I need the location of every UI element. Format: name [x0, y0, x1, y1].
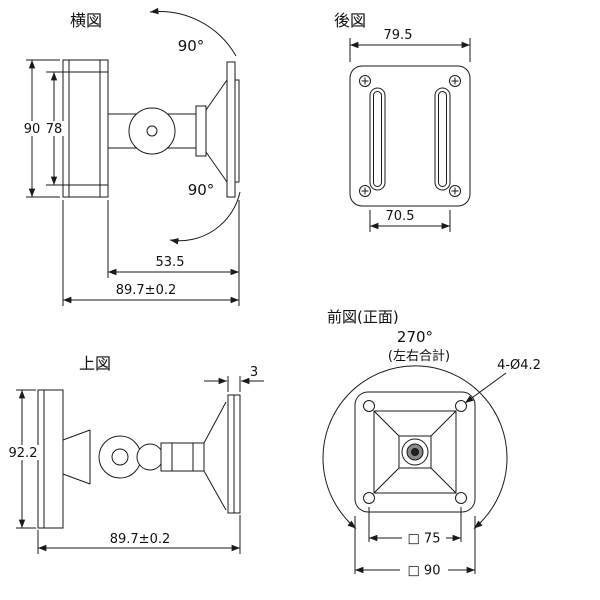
mount-plate-rear	[349, 65, 471, 207]
rotation-arc-top-90	[149, 7, 237, 57]
dim-90-front-label: □ 90	[408, 564, 441, 579]
arm-link-top	[160, 442, 205, 472]
plate-inner-square	[373, 410, 457, 494]
rear-view	[349, 38, 471, 232]
rotation-arc-270	[322, 365, 508, 529]
plate-bevel-lines	[373, 410, 457, 494]
mount-plate-front	[354, 391, 476, 513]
dim-89-7-side-label: 89.7±0.2	[116, 283, 177, 298]
hole-callout-label: 4-Ø4.2	[497, 358, 541, 373]
corner-screw-holes-front	[363, 400, 467, 504]
wall-bracket-side	[62, 59, 109, 198]
side-view-title: 横図	[70, 11, 102, 30]
top-view-title: 上図	[79, 354, 111, 373]
angle-270-label: 270°	[397, 328, 433, 346]
dim-79-5-label: 79.5	[384, 28, 413, 43]
rear-view-title: 後図	[334, 11, 366, 30]
corner-screw-holes-rear	[359, 75, 461, 197]
wall-plate-top	[37, 389, 64, 529]
hinge-joint-top	[98, 435, 164, 479]
side-angle-bottom-label: 90°	[188, 181, 215, 199]
center-pivot-front	[401, 438, 429, 466]
arm-link-side	[195, 105, 207, 157]
mount-cone-side	[205, 79, 228, 183]
front-view	[322, 365, 508, 574]
dim-78-label: 78	[46, 122, 63, 137]
mount-cone-top	[203, 401, 227, 511]
top-view	[16, 376, 264, 554]
vesa-plate-side	[226, 61, 240, 198]
side-view	[26, 7, 241, 306]
vesa-plate-top	[227, 394, 241, 514]
dim-75-label: □ 75	[408, 532, 441, 547]
hinge-cone-top	[62, 429, 91, 485]
slot-left	[369, 87, 386, 191]
dim-89-7-top-label: 89.7±0.2	[110, 532, 171, 547]
slot-right	[434, 87, 451, 191]
side-angle-top-label: 90°	[178, 37, 205, 55]
hole-callout-leader	[464, 372, 507, 404]
rotation-arc-bottom-90	[169, 191, 241, 245]
front-view-title: 前図(正面)	[327, 308, 399, 326]
dim-53-5-label: 53.5	[156, 255, 185, 270]
dim-92-2-label: 92.2	[9, 446, 38, 461]
dim-70-5-label: 70.5	[386, 209, 415, 224]
pivot-joint-side	[128, 107, 176, 155]
dim-90-label: 90	[24, 122, 41, 137]
plate-center-boss	[398, 435, 432, 469]
angle-270-note-label: (左右合計)	[388, 348, 450, 364]
dim-3-label: 3	[250, 365, 258, 380]
